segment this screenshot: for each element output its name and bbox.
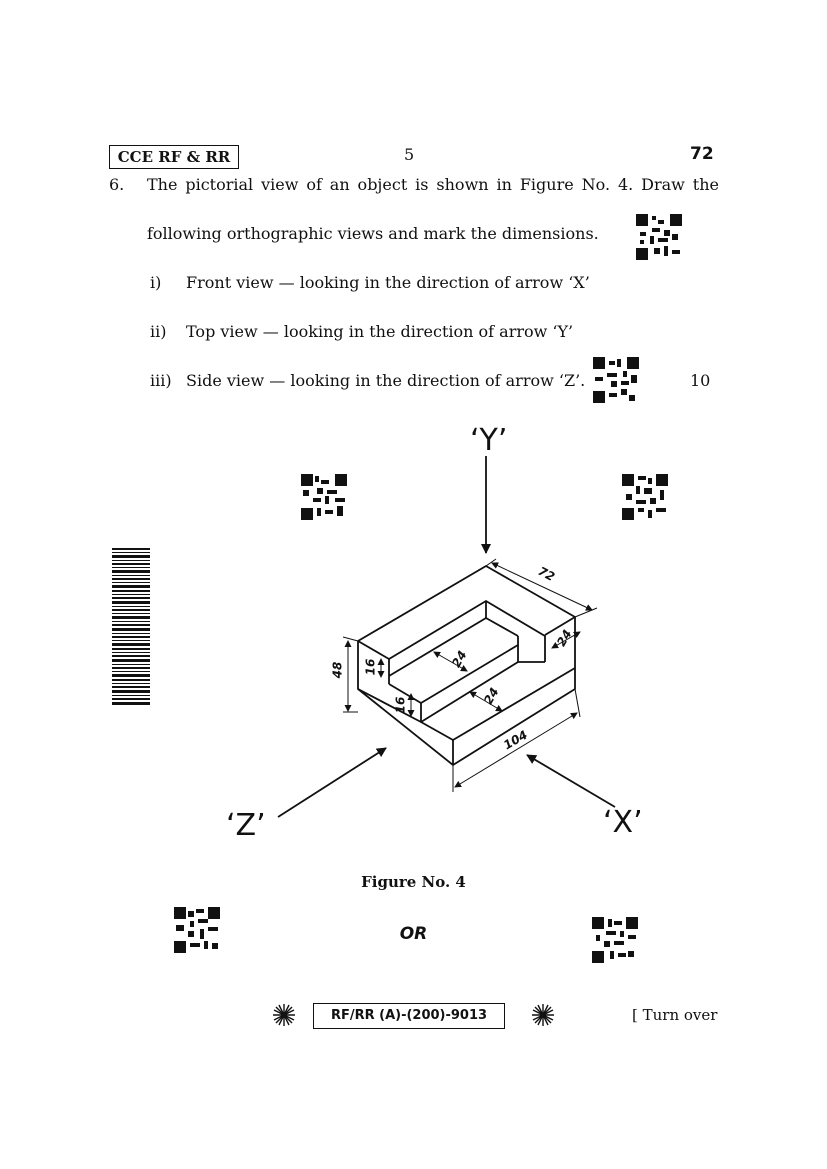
paper-code: 72: [690, 144, 714, 164]
arrow-y-label: ‘Y’: [470, 423, 508, 458]
star-burst-icon: [532, 1004, 554, 1026]
sub-question-1: i) Front view — looking in the direction …: [150, 273, 590, 292]
dimension-label: 48: [330, 661, 345, 679]
question-text-line2: following orthographic views and mark th…: [147, 224, 599, 243]
sub-question-text: Side view — looking in the direction of …: [186, 371, 586, 390]
qr-code-icon: [593, 357, 639, 403]
sub-question-roman: i): [150, 273, 162, 292]
qr-code-icon: [622, 474, 668, 520]
sub-question-text: Front view — looking in the direction of…: [186, 273, 590, 292]
or-separator: OR: [399, 924, 428, 944]
sub-question-3: iii) Side view — looking in the direction…: [150, 371, 585, 390]
question-number: 6.: [109, 175, 125, 194]
barcode-icon: [112, 548, 150, 705]
figure-caption: Figure No. 4: [361, 873, 466, 891]
footer-code: RF/RR (A)-(200)-9013: [313, 1003, 505, 1029]
dimension-label: 16: [363, 658, 378, 676]
sub-question-2: ii) Top view — looking in the direction o…: [150, 322, 573, 341]
qr-code-icon: [174, 907, 220, 953]
series-label: CCE RF & RR: [109, 145, 239, 169]
page-number: 5: [404, 145, 415, 164]
sub-question-roman: iii): [150, 371, 172, 390]
marks: 10: [690, 371, 711, 390]
turn-over-note: [ Turn over: [632, 1006, 718, 1024]
dimension-label: 16: [393, 696, 408, 714]
question-text-line1: The pictorial view of an object is shown…: [147, 175, 719, 194]
sub-question-roman: ii): [150, 322, 167, 341]
qr-code-icon: [636, 214, 682, 260]
star-burst-icon: [273, 1004, 295, 1026]
view-arrows: [277, 456, 616, 818]
arrow-x-label: ‘X’: [603, 805, 643, 840]
qr-code-icon: [592, 917, 638, 963]
arrow-z-label: ‘Z’: [226, 808, 266, 843]
dimension-lines: [342, 558, 598, 792]
qr-code-icon: [301, 474, 347, 520]
sub-question-text: Top view — looking in the direction of a…: [186, 322, 574, 341]
object-outline: [357, 565, 576, 766]
